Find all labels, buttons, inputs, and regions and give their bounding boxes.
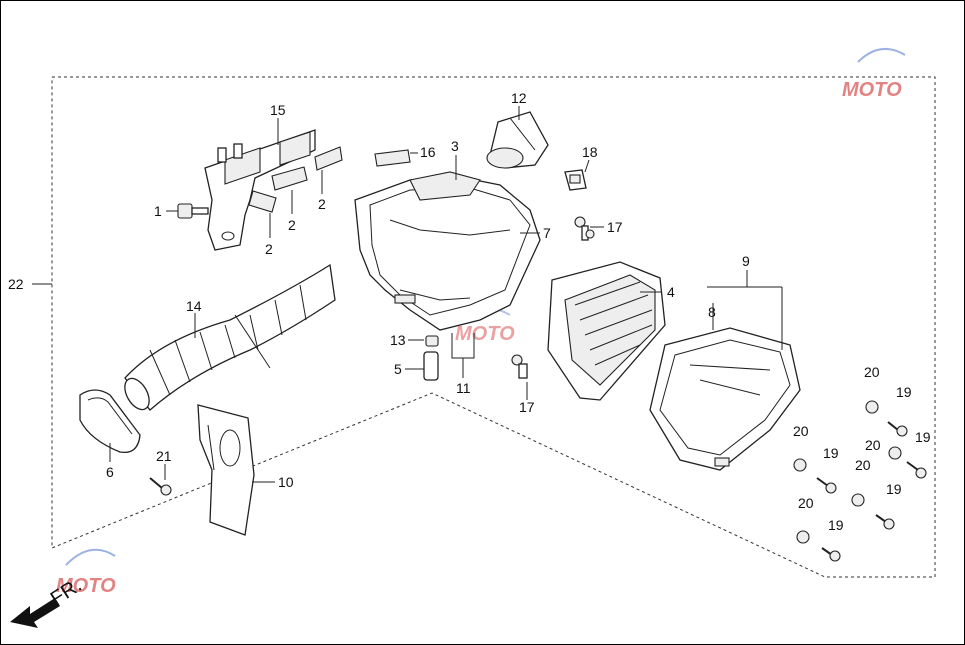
filter-part-4 [547, 261, 666, 401]
callout-20: 20 [864, 364, 880, 380]
bracket-part-15 [204, 129, 316, 251]
clip-part-18 [564, 169, 587, 191]
callout-2: 2 [318, 196, 326, 212]
clamp-part-6 [79, 389, 141, 454]
callout-4: 4 [667, 284, 675, 300]
screw-part-19-a [887, 421, 908, 437]
intake-duct-part-14 [124, 263, 336, 411]
callout-11: 11 [456, 380, 471, 396]
callout-1: 1 [154, 203, 162, 219]
washer-part-20-b [793, 458, 807, 472]
callout-7: 7 [543, 225, 551, 241]
callout-5: 5 [394, 361, 402, 377]
callout-20: 20 [865, 437, 881, 453]
front-direction-arrow: FR. [10, 574, 86, 628]
callout-16: 16 [420, 144, 436, 160]
svg-text:MOTO: MOTO [842, 79, 902, 101]
tube-part-5 [423, 351, 439, 381]
connector-part-12 [486, 111, 549, 169]
leader-lines [32, 106, 783, 483]
callout-21: 21 [156, 448, 172, 464]
callout-20: 20 [793, 423, 809, 439]
callout-10: 10 [278, 474, 294, 490]
callout-9: 9 [742, 253, 750, 269]
pad-part-16 [374, 149, 411, 167]
washer-part-20-a [865, 400, 879, 414]
bolt-part-1 [177, 203, 209, 219]
callout-19: 19 [823, 445, 839, 461]
callout-17: 17 [607, 219, 623, 235]
screw-part-21 [149, 477, 172, 496]
screw-part-19-d [875, 514, 895, 530]
callout-8: 8 [708, 304, 716, 320]
callout-19: 19 [915, 429, 931, 445]
washer-part-20-c [888, 446, 902, 460]
cover-part-8 [649, 327, 801, 471]
washer-part-20-e [796, 530, 810, 544]
callout-19: 19 [828, 517, 844, 533]
callout-2: 2 [265, 241, 273, 257]
assembly-boundary [51, 76, 936, 578]
callout-12: 12 [511, 90, 527, 106]
callout-19: 19 [886, 481, 902, 497]
svg-text:MOTO: MOTO [56, 575, 116, 597]
callout-17: 17 [519, 399, 535, 415]
callout-20: 20 [855, 457, 871, 473]
callout-3: 3 [451, 138, 459, 154]
callout-15: 15 [270, 102, 286, 118]
callout-13: 13 [390, 332, 406, 348]
screw-part-19-e [821, 547, 841, 562]
svg-text:MOTO: MOTO [455, 323, 515, 345]
pad-part-2 [248, 146, 343, 213]
bolt-part-17-upper [574, 216, 595, 241]
screw-part-19-c [816, 477, 837, 494]
fitting-part-13 [425, 335, 439, 347]
callout-labels: 22 1 15 2 2 2 3 16 12 18 17 7 4 9 8 13 5… [8, 90, 931, 533]
callout-20: 20 [798, 495, 814, 511]
screw-part-19-b [906, 461, 927, 479]
watermark-logo-bottom: MOTO [56, 548, 116, 597]
callout-22: 22 [8, 276, 24, 292]
airbox-housing-part-3 [354, 171, 541, 331]
watermark-logo-top: MOTO [842, 47, 906, 101]
callout-19: 19 [896, 384, 912, 400]
callout-14: 14 [186, 298, 202, 314]
washer-part-20-d [851, 493, 865, 507]
bolt-part-17-lower [511, 354, 528, 379]
callout-2: 2 [288, 217, 296, 233]
shield-part-10 [197, 404, 255, 536]
callout-18: 18 [582, 144, 598, 160]
callout-6: 6 [106, 464, 114, 480]
